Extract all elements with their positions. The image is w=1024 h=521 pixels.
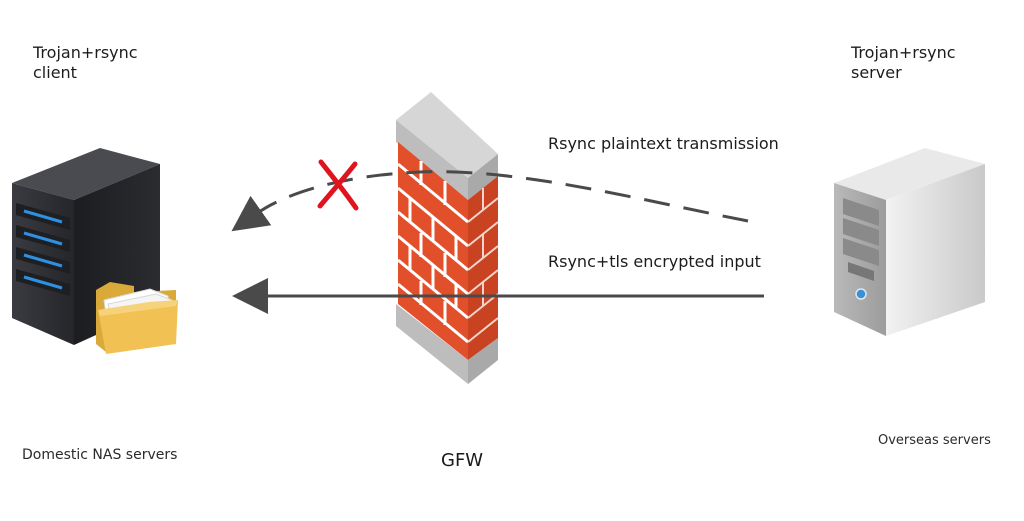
client-role-label: Trojan+rsync client [33,43,138,83]
client-role-line1: Trojan+rsync [33,43,138,62]
server-role-line1: Trojan+rsync [851,43,956,62]
server-caption: Overseas servers [878,433,991,448]
drive-bay-leds [16,203,70,296]
folder-icon [96,282,178,354]
client-caption: Domestic NAS servers [22,447,178,463]
firewall-icon [396,92,499,384]
blocked-x-icon [317,159,359,211]
power-led-icon [855,288,867,300]
plaintext-flow-label: Rsync plaintext transmission [548,134,779,153]
encrypted-flow-label: Rsync+tls encrypted input [548,252,761,271]
client-role-line2: client [33,63,77,82]
server-role-line2: server [851,63,902,82]
server-role-label: Trojan+rsync server [851,43,956,83]
drive-bays [843,198,879,281]
firewall-caption: GFW [441,450,484,471]
overseas-server-icon [834,148,985,336]
plaintext-flow-arrow [231,170,749,232]
